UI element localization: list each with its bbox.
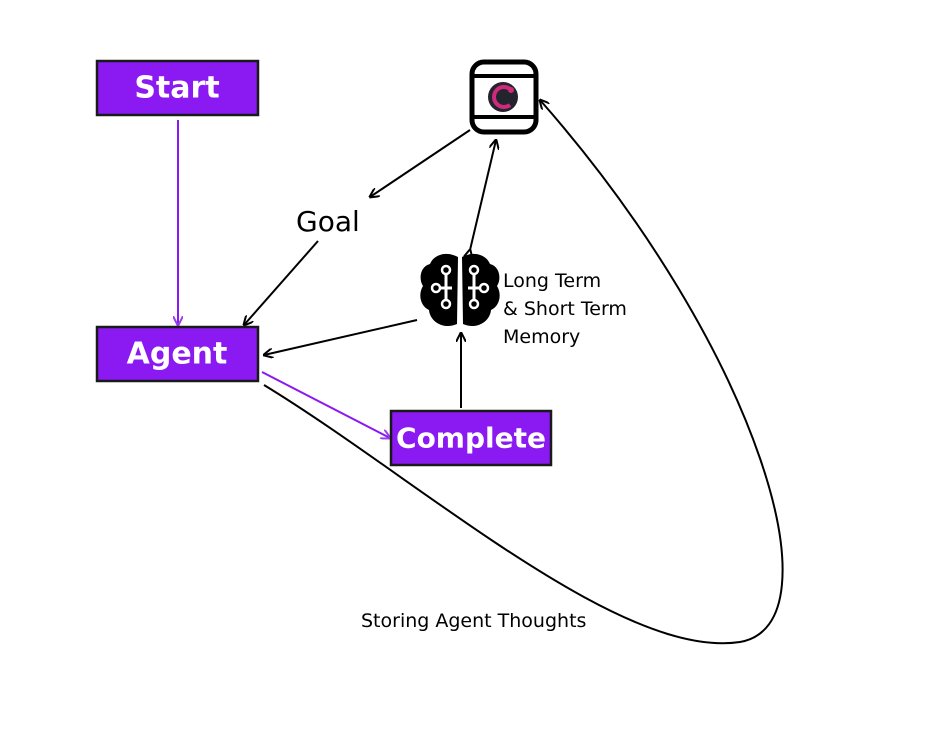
agent-node-box	[95, 325, 260, 383]
brain-circuit-icon	[420, 253, 500, 327]
edge-memory-to-agent	[264, 319, 418, 355]
agent-node[interactable]: Agent	[95, 325, 260, 383]
start-node-label: Start	[134, 71, 219, 106]
memory-label-line3: Memory	[503, 326, 580, 348]
edge-db-to-goal	[370, 129, 471, 197]
database-icon	[469, 59, 539, 135]
complete-node-box	[389, 409, 553, 467]
edge-db-memory-bidirectional	[470, 140, 496, 250]
memory-label-line2: & Short Term	[503, 298, 627, 320]
edge-agent-to-db-loop	[263, 100, 784, 645]
start-node-box	[95, 59, 260, 117]
edge-agent-to-complete	[261, 371, 390, 438]
storing-thoughts-label: Storing Agent Thoughts	[361, 610, 586, 632]
agent-node-label: Agent	[127, 337, 228, 372]
memory-label-line1: Long Term	[503, 270, 601, 292]
edge-goal-to-agent	[244, 240, 319, 325]
complete-node-label: Complete	[396, 422, 546, 455]
start-node[interactable]: Start	[95, 59, 260, 117]
complete-node[interactable]: Complete	[389, 409, 553, 467]
goal-label: Goal	[296, 205, 360, 238]
